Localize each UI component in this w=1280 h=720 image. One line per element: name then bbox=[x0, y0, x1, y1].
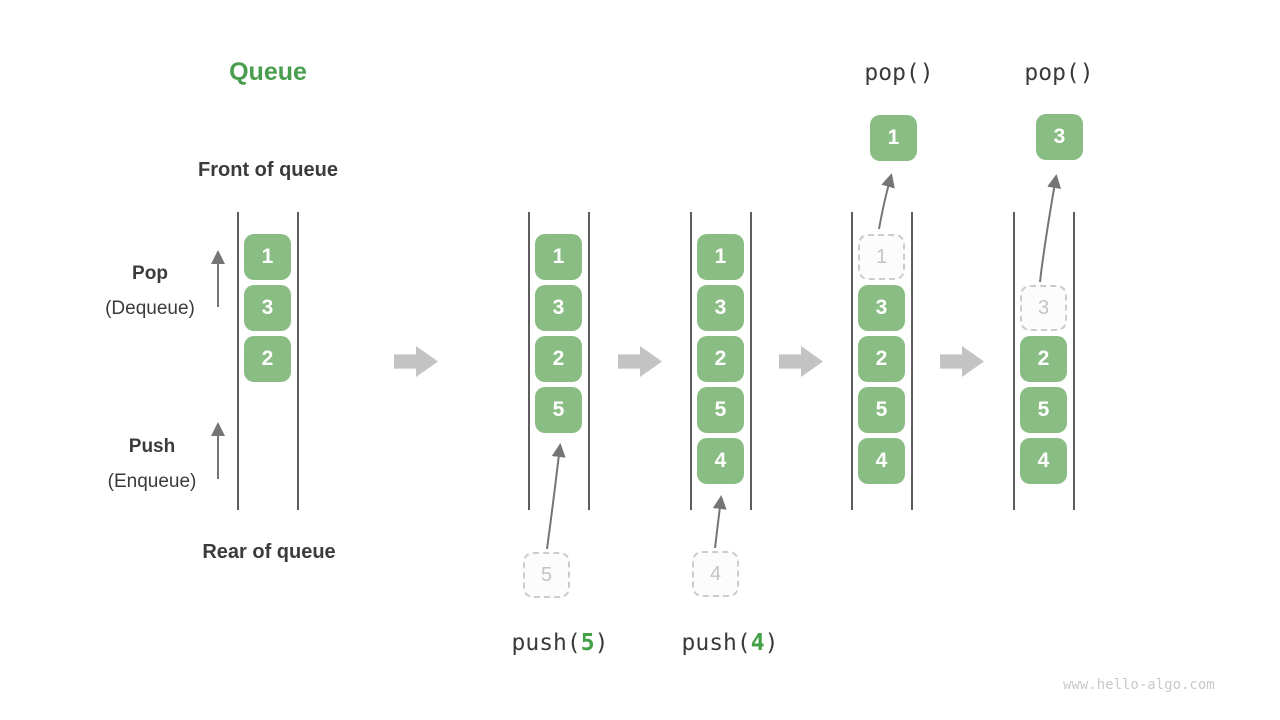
popped-cell: 3 bbox=[1036, 114, 1083, 160]
queue-cell: 4 bbox=[697, 438, 744, 484]
queue-cell: 3 bbox=[697, 285, 744, 331]
queue-cell: 4 bbox=[858, 438, 905, 484]
push-4-arrow-icon bbox=[712, 495, 727, 549]
pop-label: Pop bbox=[132, 263, 168, 284]
queue-wall bbox=[1013, 212, 1015, 510]
queue-cell: 4 bbox=[1020, 438, 1067, 484]
popped-cell: 1 bbox=[870, 115, 917, 161]
push-4-operation-label: push(4) bbox=[682, 630, 779, 656]
op-arg: 5 bbox=[580, 630, 595, 656]
queue-wall bbox=[237, 212, 239, 510]
transition-arrow-icon bbox=[394, 346, 438, 377]
pop-1-arrow-icon bbox=[878, 173, 895, 230]
queue-cell: 2 bbox=[244, 336, 291, 382]
front-of-queue-label: Front of queue bbox=[198, 159, 338, 181]
queue-wall bbox=[1073, 212, 1075, 510]
rear-of-queue-label: Rear of queue bbox=[202, 541, 336, 563]
queue-cell: 2 bbox=[1020, 336, 1067, 382]
queue-wall bbox=[750, 212, 752, 510]
pop-operation-label: pop() bbox=[1024, 60, 1094, 86]
queue-wall bbox=[528, 212, 530, 510]
transition-arrow-icon bbox=[779, 346, 823, 377]
watermark: www.hello-algo.com bbox=[1063, 677, 1215, 693]
popped-ghost-cell: 1 bbox=[858, 234, 905, 280]
queue-cell: 3 bbox=[858, 285, 905, 331]
pop-dequeue-label: Pop (Dequeue) bbox=[105, 256, 195, 326]
push-label: Push bbox=[128, 436, 176, 457]
queue-cell: 1 bbox=[244, 234, 291, 280]
enqueue-label: (Enqueue) bbox=[107, 471, 197, 492]
queue-cell: 2 bbox=[535, 336, 582, 382]
pop-3-arrow-icon bbox=[1039, 174, 1062, 283]
queue-cell: 1 bbox=[697, 234, 744, 280]
push-5-arrow-icon bbox=[546, 443, 566, 550]
diagram-title: Queue bbox=[229, 58, 307, 86]
incoming-ghost-cell: 5 bbox=[523, 552, 570, 598]
popped-ghost-cell: 3 bbox=[1020, 285, 1067, 331]
pop-operation-label: pop() bbox=[864, 60, 934, 86]
push-5-operation-label: push(5) bbox=[512, 630, 609, 656]
queue-cell: 5 bbox=[697, 387, 744, 433]
queue-cell: 3 bbox=[244, 285, 291, 331]
queue-wall bbox=[297, 212, 299, 510]
queue-wall bbox=[588, 212, 590, 510]
op-arg: 4 bbox=[750, 630, 765, 656]
queue-wall bbox=[690, 212, 692, 510]
op-close: ) bbox=[594, 630, 609, 656]
queue-cell: 2 bbox=[858, 336, 905, 382]
queue-wall bbox=[851, 212, 853, 510]
op-fn: push( bbox=[681, 630, 751, 656]
queue-cell: 3 bbox=[535, 285, 582, 331]
queue-wall bbox=[911, 212, 913, 510]
queue-cell: 5 bbox=[858, 387, 905, 433]
op-fn: push( bbox=[511, 630, 581, 656]
queue-cell: 5 bbox=[535, 387, 582, 433]
transition-arrow-icon bbox=[618, 346, 662, 377]
dequeue-label: (Dequeue) bbox=[105, 298, 195, 319]
push-enqueue-label: Push (Enqueue) bbox=[108, 429, 197, 499]
queue-cell: 2 bbox=[697, 336, 744, 382]
queue-cell: 5 bbox=[1020, 387, 1067, 433]
transition-arrow-icon bbox=[940, 346, 984, 377]
incoming-ghost-cell: 4 bbox=[692, 551, 739, 597]
queue-cell: 1 bbox=[535, 234, 582, 280]
op-close: ) bbox=[764, 630, 779, 656]
